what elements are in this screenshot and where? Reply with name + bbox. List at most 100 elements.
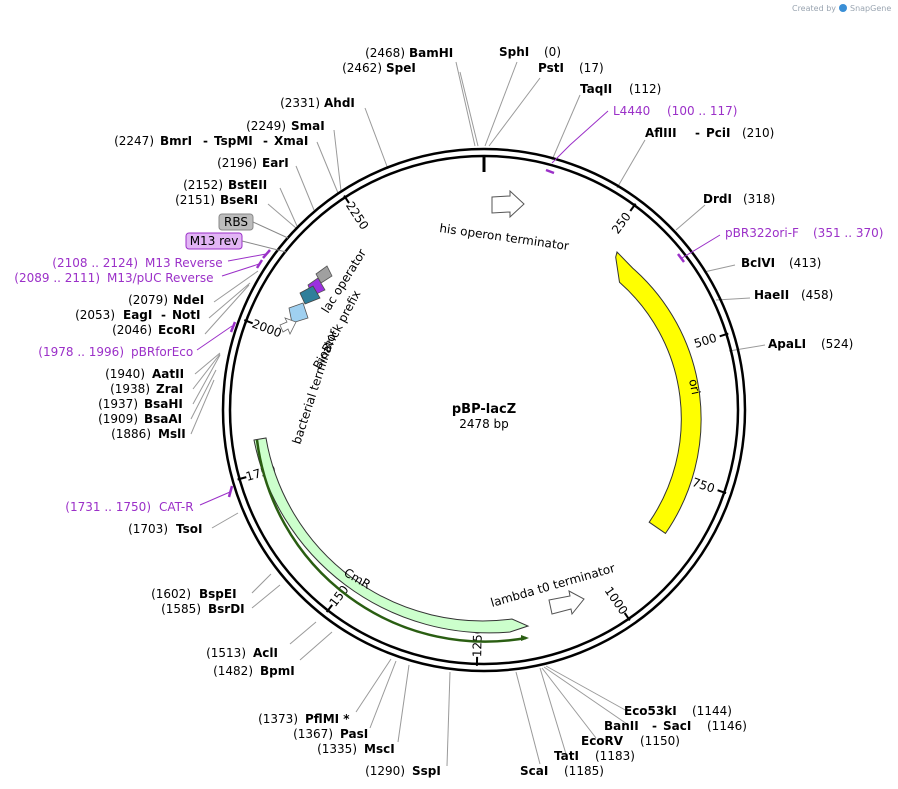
tick-mark-1500 — [325, 604, 333, 613]
site-name-xmai[interactable]: XmaI — [274, 134, 308, 148]
site-pos-sspi: (1290) — [365, 764, 405, 778]
site-pos-aatii: (1940) — [105, 367, 145, 381]
site-name-aatii[interactable]: AatII — [152, 367, 184, 381]
site-pos-msli: (1886) — [111, 427, 151, 441]
site-name-banii[interactable]: BanII — [604, 719, 639, 733]
tick-label-750: 750 — [690, 475, 716, 496]
primer-site-cat-r — [227, 485, 234, 498]
site-name-sspi[interactable]: SspI — [412, 764, 441, 778]
site-pos-bmri: (2247) — [114, 134, 154, 148]
site-name-drdi[interactable]: DrdI — [703, 192, 732, 206]
site-name-ecori[interactable]: EcoRI — [158, 323, 195, 337]
site-pos-tati: (1183) — [595, 749, 635, 763]
site-name-noti[interactable]: NotI — [172, 308, 201, 322]
primer-range-pbr322ori-f: (351 .. 370) — [813, 226, 883, 240]
primer-range-pbrforeco: (1978 .. 1996) — [38, 345, 124, 359]
primer-site-m13-puc-reverse — [255, 259, 264, 269]
site-name-zrai[interactable]: ZraI — [156, 382, 183, 396]
primer-sites — [227, 168, 685, 498]
site-name-tati[interactable]: TatI — [554, 749, 579, 763]
site-name-acli[interactable]: AclI — [253, 646, 278, 660]
site-name-msci[interactable]: MscI — [364, 742, 395, 756]
site-name-haeii[interactable]: HaeII — [754, 288, 789, 302]
site-name-bsrdi[interactable]: BsrDI — [208, 602, 245, 616]
tick-mark-250 — [629, 203, 637, 212]
site-pos-ahdi: (2331) — [280, 96, 320, 110]
site-pos-haeii: (458) — [801, 288, 833, 302]
site-name-eco53ki[interactable]: Eco53kI — [624, 704, 677, 718]
site-name-tspmi[interactable]: TspMI — [214, 134, 253, 148]
his-terminator-feature[interactable] — [491, 189, 525, 219]
site-pos-bsaai: (1909) — [98, 412, 138, 426]
site-pos-eari: (2196) — [217, 156, 257, 170]
lac-operator-feature[interactable] — [299, 285, 321, 305]
ori-feature[interactable] — [615, 251, 702, 535]
site-name-eari[interactable]: EarI — [262, 156, 289, 170]
primer-name-cat-r[interactable]: CAT-R — [159, 500, 194, 514]
site-name-sphi[interactable]: SphI — [499, 45, 529, 59]
site-name-pcii[interactable]: PciI — [706, 126, 731, 140]
site-pos-ecori: (2046) — [112, 323, 152, 337]
tick-label-2000: 2000 — [250, 317, 284, 341]
site-name-bseri[interactable]: BseRI — [220, 193, 258, 207]
m13rev-leader — [241, 240, 287, 253]
site-name-ndei[interactable]: NdeI — [173, 293, 204, 307]
site-name-bpmi[interactable]: BpmI — [260, 664, 295, 678]
site-pos-taqii: (112) — [629, 82, 661, 96]
plasmid-length: 2478 bp — [459, 417, 509, 431]
site-name-taqii[interactable]: TaqII — [580, 82, 612, 96]
site-name-msli[interactable]: MslI — [158, 427, 186, 441]
primer-name-pbrforeco[interactable]: pBRforEco — [131, 345, 193, 359]
primer-name-pbr322ori-f[interactable]: pBR322ori-F — [725, 226, 799, 240]
primer-name-m13-reverse[interactable]: M13 Reverse — [145, 256, 223, 270]
tick-label-2250: 2250 — [343, 199, 371, 232]
site-name-bsteii[interactable]: BstEII — [228, 178, 267, 192]
site-name-pflmi[interactable]: PflMI * — [305, 712, 350, 726]
site-name-bsahi[interactable]: BsaHI — [144, 397, 183, 411]
site-pos-bamhi: (2468) — [365, 46, 405, 60]
site-name-spei[interactable]: SpeI — [386, 61, 416, 75]
site-name-psti[interactable]: PstI — [538, 61, 564, 75]
cmr-strand-arrowhead — [521, 635, 529, 641]
his-terminator-label: his operon terminator — [439, 221, 570, 253]
site-name-saci[interactable]: SacI — [663, 719, 691, 733]
site-pos-apali: (524) — [821, 337, 853, 351]
m13rev-label: M13 rev — [190, 234, 239, 248]
site-pos-drdi: (318) — [743, 192, 775, 206]
plasmid-name: pBP-lacZ — [452, 402, 516, 417]
site-name-bamhi[interactable]: BamHI — [409, 46, 453, 60]
snapgene-logo-icon — [839, 4, 847, 12]
site-pos-bclvi: (413) — [789, 256, 821, 270]
primer-range-m13-puc-reverse: (2089 .. 2111) — [14, 271, 100, 285]
site-sep-bmri: - — [203, 134, 208, 148]
site-pos-bsteii: (2152) — [183, 178, 223, 192]
rbs-leader — [252, 221, 289, 239]
site-name-ahdi[interactable]: AhdI — [324, 96, 355, 110]
site-name-bmri[interactable]: BmrI — [160, 134, 192, 148]
cmr-feature[interactable] — [253, 437, 530, 634]
primer-name-l4440[interactable]: L4440 — [613, 104, 650, 118]
primer-name-m13-puc-reverse[interactable]: M13/pUC Reverse — [107, 271, 214, 285]
lambda-terminator-feature[interactable] — [548, 590, 585, 616]
site-name-bspei[interactable]: BspEI — [199, 587, 237, 601]
biobrick-prefix-feature[interactable] — [288, 302, 309, 324]
site-name-ecorv[interactable]: EcoRV — [581, 734, 624, 748]
ori-label: ori — [686, 378, 703, 396]
site-name-pasi[interactable]: PasI — [340, 727, 368, 741]
site-name-eagi[interactable]: EagI — [123, 308, 152, 322]
site-pos-spei: (2462) — [342, 61, 382, 75]
tick-mark-2250 — [343, 195, 350, 204]
site-pos-bpmi: (1482) — [213, 664, 253, 678]
site-name-bsaai[interactable]: BsaAI — [144, 412, 182, 426]
leader-lines — [190, 61, 766, 767]
site-name-afliii[interactable]: AflIII — [645, 126, 677, 140]
site-name-bclvi[interactable]: BclVI — [741, 256, 775, 270]
backbone-outer-strand — [221, 147, 747, 673]
site-name-apali[interactable]: ApaLI — [768, 337, 806, 351]
site-name-smai[interactable]: SmaI — [291, 119, 325, 133]
primer-site-pbrforeco — [229, 321, 237, 333]
site-name-tsoi[interactable]: TsoI — [176, 522, 202, 536]
site-name-scai[interactable]: ScaI — [520, 764, 548, 778]
bacterial-terminator-feature[interactable] — [279, 317, 297, 335]
